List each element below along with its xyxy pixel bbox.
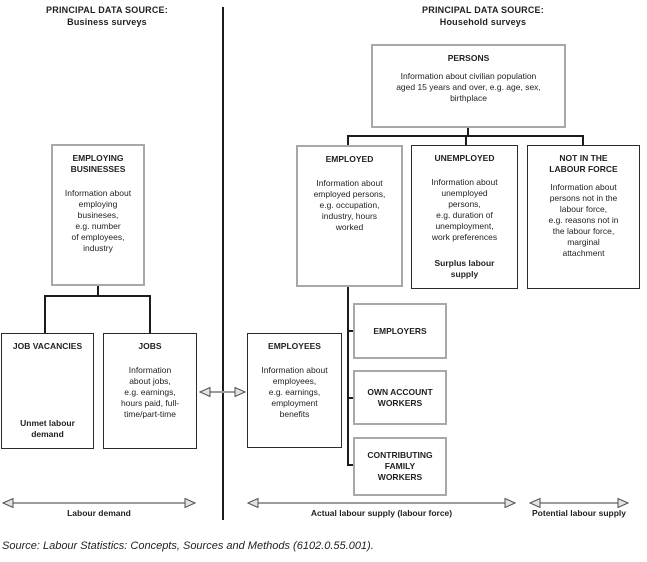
- box-own-account-workers-title: OWN ACCOUNT WORKERS: [367, 386, 433, 408]
- box-employing-businesses-title: EMPLOYING BUSINESSES: [70, 153, 126, 174]
- box-unemployed-title: UNEMPLOYED: [434, 153, 495, 163]
- potential-labour-supply-label: Potential labour supply: [532, 508, 626, 518]
- box-jobs-title: JOBS: [138, 341, 162, 351]
- box-persons-body: Information about civilian population ag…: [396, 71, 541, 103]
- section-divider-line: [222, 7, 224, 520]
- connector-stub-contributing: [347, 464, 353, 466]
- actual-labour-supply-arrow-icon: [246, 497, 517, 509]
- labour-demand-label: Labour demand: [67, 508, 131, 518]
- box-jobs: JOBS Information about jobs, e.g. earnin…: [103, 333, 197, 449]
- connector-to-employed: [347, 135, 349, 145]
- box-job-vacancies-title: JOB VACANCIES: [12, 341, 83, 351]
- connector-to-job-vacancies: [44, 295, 46, 333]
- connector-stub-employers: [347, 330, 353, 332]
- box-employers: EMPLOYERS: [353, 303, 447, 359]
- box-not-in-labour-force-body: Information about persons not in the lab…: [548, 182, 619, 258]
- connector-stub-own-account: [347, 397, 353, 399]
- box-employed: EMPLOYED Information about employed pers…: [296, 145, 403, 287]
- box-employees-body: Information about employees, e.g. earnin…: [261, 365, 328, 419]
- box-employed-title: EMPLOYED: [325, 154, 374, 164]
- connector-to-not-in-labour-force: [582, 135, 584, 145]
- jobs-employees-link-arrow-icon: [198, 386, 247, 398]
- box-not-in-labour-force: NOT IN THE LABOUR FORCE Information abou…: [527, 145, 640, 289]
- source-note: Source: Labour Statistics: Concepts, Sou…: [2, 540, 374, 552]
- connector-employing-bracket: [44, 295, 151, 297]
- box-persons-title: PERSONS: [447, 53, 490, 63]
- connector-persons-stub: [467, 128, 469, 137]
- box-contributing-family-workers-title: CONTRIBUTING FAMILY WORKERS: [367, 450, 433, 482]
- box-unemployed-footer: Surplus labour supply: [434, 258, 495, 279]
- box-employers-title: EMPLOYERS: [373, 325, 427, 336]
- box-unemployed: UNEMPLOYED Information about unemployed …: [411, 145, 518, 289]
- labour-demand-arrow-icon: [1, 497, 197, 509]
- actual-labour-supply-label: Actual labour supply (labour force): [310, 508, 453, 518]
- box-contributing-family-workers: CONTRIBUTING FAMILY WORKERS: [353, 437, 447, 496]
- box-not-in-labour-force-title: NOT IN THE LABOUR FORCE: [549, 153, 618, 174]
- box-employees-title: EMPLOYEES: [268, 341, 321, 351]
- box-employed-body: Information about employed persons, e.g.…: [313, 178, 386, 232]
- connector-employed-down: [347, 287, 349, 466]
- right-section-heading: PRINCIPAL DATA SOURCE: Household surveys: [422, 5, 544, 27]
- connector-employing-stub: [97, 286, 99, 296]
- box-job-vacancies-footer: Unmet labour demand: [20, 418, 75, 439]
- connector-to-unemployed: [465, 135, 467, 145]
- connector-to-jobs: [149, 295, 151, 333]
- left-section-heading: PRINCIPAL DATA SOURCE: Business surveys: [46, 5, 168, 27]
- potential-labour-supply-arrow-icon: [528, 497, 630, 509]
- box-persons: PERSONS Information about civilian popul…: [371, 44, 566, 128]
- box-employees: EMPLOYEES Information about employees, e…: [247, 333, 342, 448]
- box-employing-businesses-body: Information about employing busineses, e…: [64, 188, 132, 253]
- box-job-vacancies: JOB VACANCIES Unmet labour demand: [1, 333, 94, 449]
- box-unemployed-body: Information about unemployed persons, e.…: [431, 177, 498, 242]
- box-jobs-body: Information about jobs, e.g. earnings, h…: [120, 365, 180, 419]
- box-employing-businesses: EMPLOYING BUSINESSES Information about e…: [51, 144, 145, 286]
- box-own-account-workers: OWN ACCOUNT WORKERS: [353, 370, 447, 425]
